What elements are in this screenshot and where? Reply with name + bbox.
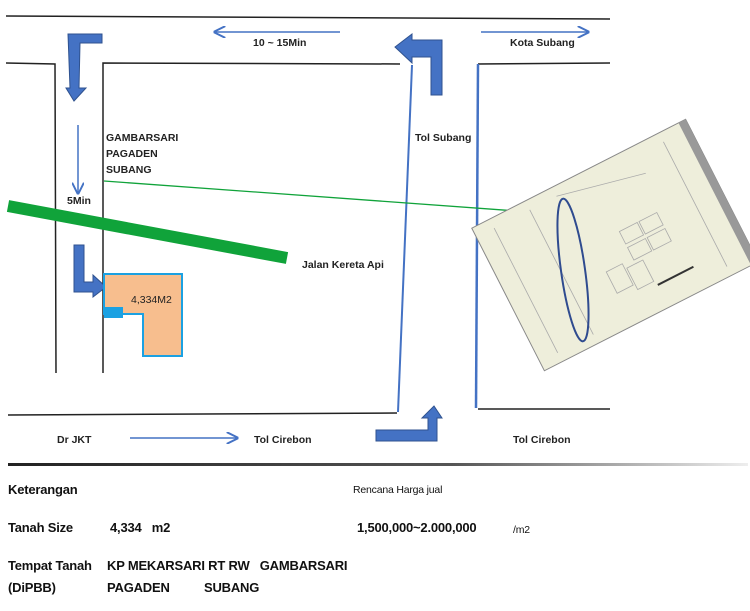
- address-line-2a: PAGADEN: [107, 580, 170, 595]
- plot-access: [104, 307, 123, 318]
- rencana-harga-label: Rencana Harga jual: [353, 484, 443, 496]
- dipbb-label: (DiPBB): [8, 580, 56, 595]
- label-from-jkt: Dr JKT: [57, 434, 92, 446]
- turn-right-arrow-icon: [73, 244, 107, 299]
- label-time-top: 10 ~ 15Min: [253, 37, 306, 49]
- tempat-tanah-label: Tempat Tanah: [8, 558, 92, 573]
- turn-down-arrow-icon: [65, 33, 103, 102]
- road-left-outer: [5, 62, 57, 374]
- label-tol-subang: Tol Subang: [415, 132, 471, 144]
- road-top: [5, 15, 611, 20]
- address-line-2b: SUBANG: [204, 580, 260, 595]
- railway-line: [6, 200, 289, 264]
- label-location-2: PAGADEN: [106, 148, 158, 160]
- turn-left-arrow-icon: [394, 32, 443, 96]
- site-plan-image: [471, 118, 750, 372]
- tanah-size-value: 4,334 m2: [110, 520, 171, 535]
- label-tol-cirebon-right: Tol Cirebon: [513, 434, 571, 446]
- address-line-1: KP MEKARSARI RT RW GAMBARSARI: [107, 558, 348, 573]
- road-bottom: [7, 412, 398, 416]
- highlight-ellipse: [556, 197, 590, 343]
- label-area: 4,334M2: [131, 294, 172, 306]
- price-value: 1,500,000~2.000,000: [357, 520, 477, 535]
- pointer-arrow-icon: [103, 180, 560, 219]
- label-location-1: GAMBARSARI: [106, 132, 178, 144]
- road-left-inner: [102, 62, 401, 373]
- tanah-size-label: Tanah Size: [8, 520, 73, 535]
- label-time-left: 5Min: [67, 195, 91, 207]
- label-railway: Jalan Kereta Api: [302, 259, 384, 271]
- turn-up-arrow-icon: [375, 405, 443, 442]
- label-tol-cirebon: Tol Cirebon: [254, 434, 312, 446]
- roads: [5, 15, 611, 416]
- road-right-top: [477, 62, 611, 65]
- price-unit: /m2: [513, 524, 530, 536]
- divider: [8, 463, 748, 466]
- toll-road-subang: [397, 64, 413, 413]
- keterangan-heading: Keterangan: [8, 482, 78, 497]
- label-kota-subang: Kota Subang: [510, 37, 575, 49]
- label-location-3: SUBANG: [106, 164, 152, 176]
